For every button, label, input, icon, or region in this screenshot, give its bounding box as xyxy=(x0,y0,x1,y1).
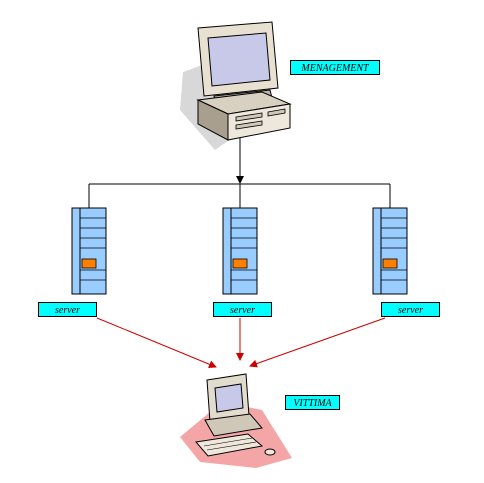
server-rack-icon xyxy=(222,207,258,295)
drive-slot xyxy=(235,120,263,130)
connection-lines xyxy=(88,138,391,208)
server-label-left: server xyxy=(38,302,97,317)
management-label: MENAGEMENT xyxy=(290,60,380,75)
server-rack-icon xyxy=(71,207,107,295)
victim-computer-icon xyxy=(180,373,292,468)
victim-cpu xyxy=(204,413,263,437)
server-led xyxy=(81,258,97,269)
server-led xyxy=(232,258,248,269)
management-computer-icon xyxy=(180,21,292,150)
attack-arrows xyxy=(96,317,386,369)
attack-arrow-left xyxy=(96,317,217,369)
attack-arrow-right xyxy=(249,317,386,368)
server-label-right: server xyxy=(381,302,440,317)
drive-slot xyxy=(235,112,263,122)
mouse xyxy=(264,448,276,456)
drive-slot xyxy=(267,108,286,117)
server-label-center: server xyxy=(213,302,272,317)
server-rack-icon xyxy=(372,207,408,295)
keyboard xyxy=(195,433,264,457)
monitor-screen xyxy=(207,32,271,87)
victim-screen xyxy=(214,383,244,413)
cpu-side xyxy=(197,99,229,141)
server-led xyxy=(382,258,398,269)
victim-label: VITTIMA xyxy=(285,395,340,410)
